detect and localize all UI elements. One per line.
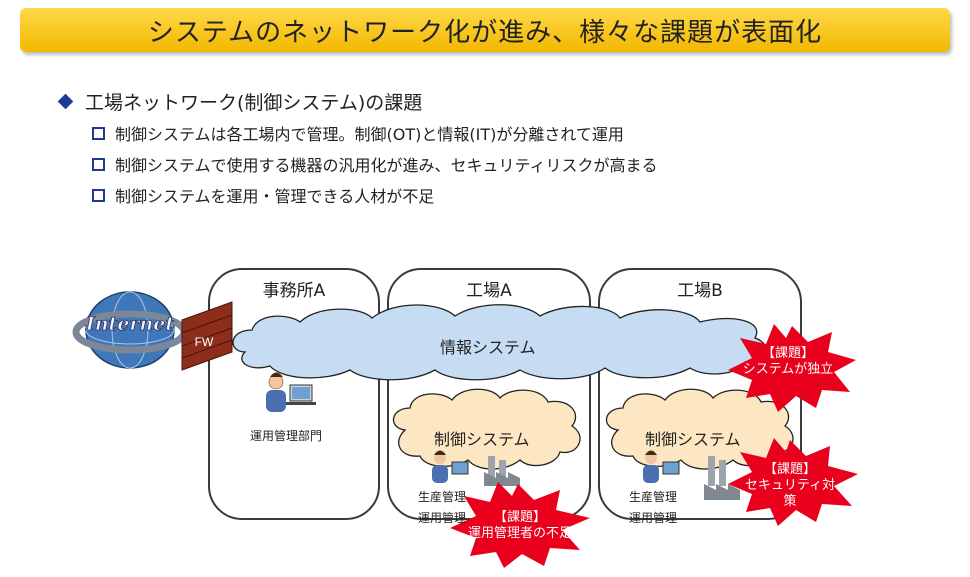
production-label-a: 生産管理 <box>418 490 467 504</box>
sub-bullet-1: 制御システムは各工場内で管理。制御(OT)と情報(IT)が分離されて運用 <box>92 121 624 145</box>
production-label-b: 生産管理 <box>629 490 678 504</box>
main-bullet: 工場ネットワーク(制御システム)の課題 <box>57 88 423 115</box>
issue-text-1: 【課題】システムが独立 <box>742 346 834 377</box>
factory-icon-a <box>484 456 520 486</box>
operation-label-b: 運用管理 <box>629 511 678 525</box>
firewall-icon: FW <box>181 301 233 371</box>
sub-bullet-3: 制御システムを運用・管理できる人材が不足 <box>92 183 434 207</box>
info-system-label: 情報システム <box>440 338 536 357</box>
issue-burst-1 <box>728 324 856 412</box>
office-title: 事務所A <box>262 281 326 301</box>
factory-b-title: 工場B <box>677 281 723 301</box>
fw-label: FW <box>195 335 214 349</box>
dept-label: 運用管理部門 <box>250 429 323 443</box>
info-system-cloud <box>232 304 767 381</box>
sub-bullet-text: 制御システムを運用・管理できる人材が不足 <box>115 187 435 206</box>
internet-label: Internet <box>85 313 174 335</box>
issue-burst-3 <box>450 482 590 568</box>
worker-person-icon-b <box>643 450 680 483</box>
sub-bullet-2: 制御システムで使用する機器の汎用化が進み、セキュリティリスクが高まる <box>92 152 658 176</box>
worker-person-icon-a <box>432 450 469 483</box>
operator-person-icon <box>266 372 316 412</box>
sub-bullet-text: 制御システムで使用する機器の汎用化が進み、セキュリティリスクが高まる <box>115 156 658 175</box>
issue-burst-2 <box>728 438 858 526</box>
factory-icon-b <box>704 456 740 500</box>
main-bullet-text: 工場ネットワーク(制御システム)の課題 <box>85 92 423 114</box>
square-bullet-icon <box>92 188 105 202</box>
issue-text-2: 【課題】セキュリティ対策 <box>744 462 836 509</box>
page-title: システムのネットワーク化が進み、様々な課題が表面化 <box>20 8 950 52</box>
control-system-label-a: 制御システム <box>434 430 530 449</box>
square-bullet-icon <box>92 157 105 171</box>
control-system-label-b: 制御システム <box>645 430 741 449</box>
operation-label-a: 運用管理 <box>418 511 467 525</box>
issue-text-3: 【課題】運用管理者の不足 <box>467 510 572 541</box>
square-bullet-icon <box>92 126 105 140</box>
factory-a-title: 工場A <box>466 281 512 301</box>
sub-bullet-text: 制御システムは各工場内で管理。制御(OT)と情報(IT)が分離されて運用 <box>115 125 624 144</box>
office-box: 事務所A <box>208 268 380 520</box>
internet-globe-icon: Internet <box>72 291 188 369</box>
